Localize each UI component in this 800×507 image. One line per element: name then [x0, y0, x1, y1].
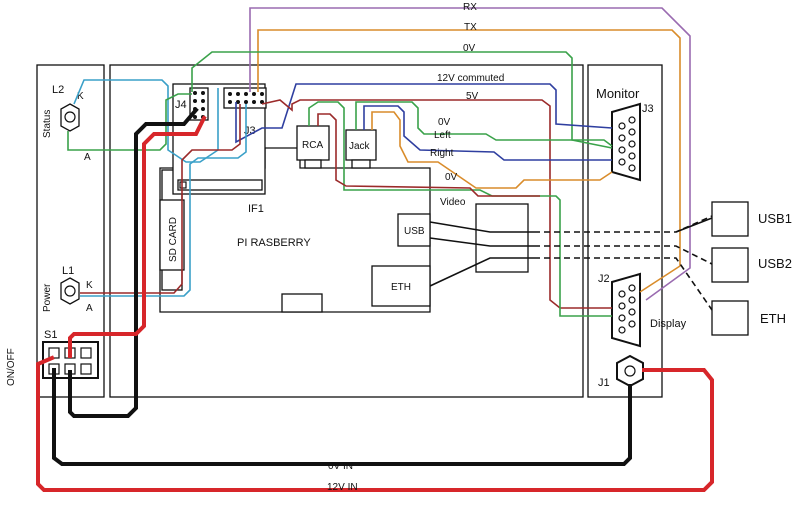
- 0v-top-label: 0V: [463, 43, 476, 54]
- eth-port-label: ETH: [391, 282, 411, 293]
- power-jack-j1: [616, 354, 644, 388]
- status-label: Status: [42, 110, 53, 138]
- 0v-in-label: 0V IN: [328, 461, 353, 472]
- on-off-label: ON/OFF: [6, 348, 17, 386]
- sd-card-label: SD CARD: [168, 217, 179, 262]
- eth-port: [371, 265, 431, 307]
- display-db9: [611, 272, 641, 348]
- usb-port: [397, 213, 431, 247]
- wire-usb-b: [429, 237, 534, 247]
- l2-a-label: A: [84, 152, 91, 163]
- wire-right: [371, 111, 613, 189]
- led-l1: [60, 277, 80, 305]
- display-label: Display: [650, 318, 687, 330]
- usb2-label: USB2: [758, 256, 792, 271]
- wire-j4-red: [68, 115, 207, 358]
- wire-power-k: [80, 104, 241, 294]
- rca-label: RCA: [302, 140, 323, 151]
- if1-board: IF1 J4 J3: [172, 83, 267, 215]
- usb2-box: [711, 247, 749, 283]
- j4-label: J4: [175, 99, 187, 111]
- 0v-audio-label: 0V: [438, 117, 451, 128]
- j1-label: J1: [598, 377, 610, 389]
- wire-eth-dash: [534, 257, 713, 311]
- monitor-label: Monitor: [596, 86, 640, 101]
- wire-rx: [249, 7, 691, 301]
- usb-port-label: USB: [404, 226, 425, 237]
- wire-12v-in: [36, 355, 714, 492]
- monitor-db9: [611, 102, 641, 182]
- l1-k-label: K: [86, 280, 93, 291]
- wire-5v: [261, 99, 612, 309]
- wire-video: [317, 113, 540, 197]
- tx-label: TX: [464, 22, 477, 33]
- wire-j4-black: [68, 107, 199, 418]
- l1-label: L1: [62, 265, 74, 277]
- wire-usb2-dash: [534, 245, 713, 265]
- eth-box: [711, 300, 749, 336]
- jack-label: Jack: [349, 141, 371, 152]
- j3-pi-header: [223, 87, 267, 109]
- coupler-box: [475, 203, 529, 273]
- j3-monitor-label: J3: [642, 103, 654, 115]
- l2-k-label: K: [77, 91, 84, 102]
- if1-label: IF1: [248, 203, 264, 215]
- wire-usb1-solid: [675, 217, 713, 233]
- wire-left: [363, 105, 612, 161]
- 5v-label: 5V: [466, 91, 479, 102]
- wire-eth-sig: [429, 257, 534, 287]
- 12v-in-label: 12V IN: [327, 482, 358, 493]
- power-label: Power: [42, 283, 53, 312]
- s1-label: S1: [44, 329, 57, 341]
- rx-label: RX: [463, 2, 477, 13]
- l2-label: L2: [52, 84, 64, 96]
- j3-pi-label: J3: [244, 125, 256, 137]
- 0v-video-label: 0V: [445, 172, 458, 183]
- eth-ext-label: ETH: [760, 311, 786, 326]
- wire-usb-a: [429, 221, 534, 233]
- led-l2: [60, 103, 80, 132]
- usb1-label: USB1: [758, 211, 792, 226]
- wire-power-a: [80, 104, 247, 297]
- wire-status-k: [73, 79, 219, 163]
- j2-label: J2: [598, 273, 610, 285]
- sd-card-slot: [159, 199, 185, 271]
- left-label: Left: [434, 130, 451, 141]
- right-label: Right: [430, 148, 454, 159]
- video-label: Video: [440, 197, 466, 208]
- wire-12v-commuted: [235, 83, 613, 144]
- 12v-commuted-label: 12V commuted: [437, 73, 504, 84]
- l1-a-label: A: [86, 303, 93, 314]
- wire-status-a: [67, 93, 192, 151]
- wire-0v-video: [308, 101, 612, 317]
- wire-0v-audio: [355, 101, 613, 147]
- wire-tx: [257, 29, 681, 293]
- wire-0v-in: [52, 368, 632, 466]
- pi-label: PI RASBERRY: [237, 237, 311, 249]
- usb1-box: [711, 201, 749, 237]
